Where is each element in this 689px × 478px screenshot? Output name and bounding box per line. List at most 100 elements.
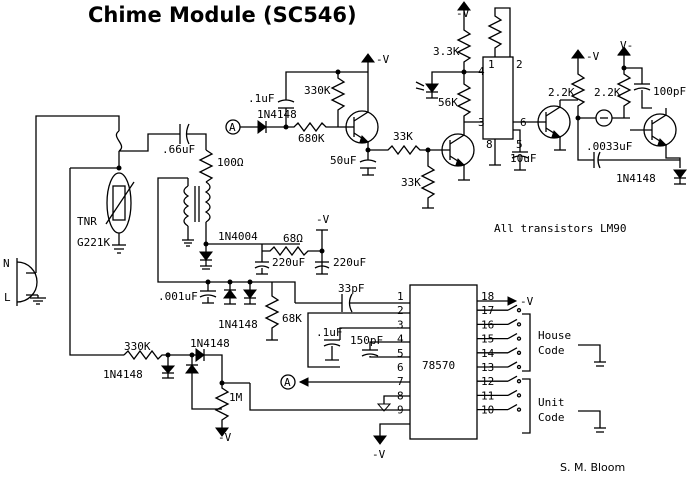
d-1n4148-bl-label: 1N4148	[103, 368, 143, 381]
transistor-collector	[353, 72, 369, 122]
resistor-33k-a	[368, 144, 428, 156]
node-a-label: A	[284, 376, 291, 389]
c-001-label: .001uF	[158, 290, 198, 303]
wire	[578, 410, 601, 428]
wire	[119, 133, 180, 152]
led-ray	[415, 81, 425, 87]
cap-plate-curved	[511, 155, 529, 159]
wire	[383, 395, 410, 404]
ic-label: 78570	[422, 359, 455, 372]
driver-pin-8: 8	[486, 138, 493, 151]
supply-neg-label: -V	[456, 7, 470, 20]
diode-1n4148-top	[257, 120, 267, 134]
resistor-33k-b	[420, 150, 436, 208]
ic-pin-18: 18	[481, 290, 494, 303]
house-code-label-2: Code	[538, 344, 565, 357]
r-2-2k-a-label: 2.2K	[548, 86, 575, 99]
resistor-56k	[456, 72, 472, 122]
ic-pin-4: 4	[397, 333, 404, 346]
code-switch-15	[477, 333, 522, 341]
wire	[249, 383, 410, 411]
code-switches	[477, 304, 522, 412]
emitter-arrow	[657, 138, 668, 146]
resistor-330k-top	[330, 72, 346, 127]
cap-plate-curved	[254, 265, 270, 269]
driver-pin-2: 2	[516, 58, 523, 71]
transformer	[157, 177, 272, 283]
unit-code-label-1: Unit	[538, 396, 565, 409]
ic-pin-5: 5	[397, 347, 404, 360]
r-330k-bottom-label: 330K	[124, 340, 151, 353]
c-150p-label: 150pF	[350, 334, 383, 347]
resistor-2-2k-b	[616, 55, 632, 118]
code-switch-12	[477, 375, 522, 384]
supply-neg-label: -V	[586, 50, 600, 63]
r-330k-top-label: 330K	[304, 84, 331, 97]
resistor-100ohm	[198, 149, 214, 183]
supply-pos-label: V-	[620, 39, 633, 52]
emitter-arrow	[551, 130, 562, 138]
led-ray	[415, 87, 425, 91]
r-2-2k-b-label: 2.2K	[594, 86, 621, 99]
emitter-arrow	[359, 135, 370, 143]
wire	[307, 312, 410, 368]
supply-neg-label: -V	[316, 213, 330, 226]
diode-1n4148	[195, 348, 205, 362]
author-credit: S. M. Bloom	[560, 461, 625, 474]
resistor-68k	[264, 282, 280, 340]
ac-plug: N L	[3, 257, 38, 306]
supply-arrow	[215, 427, 229, 437]
diode-1n4148	[160, 365, 176, 374]
code-switch-16	[477, 318, 522, 327]
tnr-varistor	[105, 172, 135, 254]
c-50u-label: 50uF	[330, 154, 357, 167]
c-220a-label: 220uF	[272, 256, 305, 269]
diode-1n4148	[223, 289, 237, 299]
resistor-68ohm	[262, 245, 322, 257]
resistor-1m	[214, 383, 230, 428]
r-33k-a-label: 33K	[393, 130, 413, 143]
ic-pin-1: 1	[397, 290, 404, 303]
wire	[369, 356, 410, 358]
wire-line	[69, 168, 124, 356]
wire	[191, 373, 222, 410]
wire	[577, 118, 594, 161]
r-3-3k-label: 3.3K	[433, 45, 460, 58]
transistor-note: All transistors LM90	[494, 222, 626, 235]
c-33p-label: 33pF	[338, 282, 365, 295]
code-switch-14	[477, 347, 522, 355]
cap-plate-curved	[199, 294, 217, 298]
ground-symbol	[325, 346, 339, 361]
resistor-680k	[286, 121, 340, 133]
wire	[641, 90, 652, 109]
r-68k-label: 68K	[282, 312, 302, 325]
cap-plate-curved	[633, 87, 651, 91]
resistor-3-3k	[487, 7, 511, 57]
ground-arrow	[376, 403, 392, 412]
driver-pin-1: 1	[488, 58, 495, 71]
tnr-part-label: G221K	[77, 236, 110, 249]
wire	[285, 71, 338, 100]
r-68ohm-label: 68Ω	[283, 232, 303, 245]
wire	[578, 344, 601, 362]
diode-1n4148-right	[673, 169, 687, 179]
supply-arrow	[373, 435, 387, 445]
cap-plate-curved	[359, 159, 377, 163]
c-1u-ic-label: .1uF	[316, 326, 343, 339]
driver-ic	[482, 56, 514, 140]
wire	[431, 71, 464, 84]
diode-1n4148	[243, 289, 257, 299]
resistor-3-3k-left	[456, 10, 472, 72]
house-bracket	[522, 313, 531, 372]
supply-neg-label: -V	[218, 431, 232, 444]
transistor-collector	[449, 122, 465, 145]
r-56k-label: 56K	[438, 96, 458, 109]
wire	[379, 423, 410, 436]
d-1n4148-right-label: 1N4148	[616, 172, 656, 185]
tnr-label: TNR	[77, 215, 97, 228]
ic-pin-3: 3	[397, 318, 404, 331]
c-66-label: .66uF	[162, 143, 195, 156]
c-100p-label: 100pF	[653, 85, 686, 98]
